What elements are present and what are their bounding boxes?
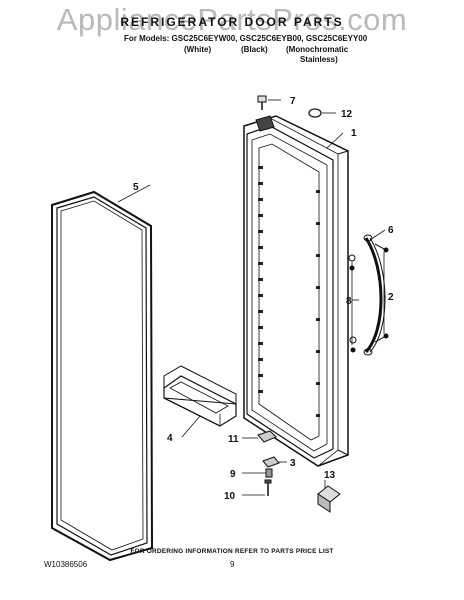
document-number: W10386506 <box>44 560 88 569</box>
callout-9: 9 <box>230 469 236 480</box>
top-plug <box>308 108 322 118</box>
door-bin <box>163 365 237 427</box>
liner-shelf-ribs-right <box>316 190 320 417</box>
handle-screws <box>348 243 389 353</box>
variant-black: (Black) <box>241 45 268 54</box>
liner-shelf-ribs <box>258 166 263 393</box>
door-bracket <box>317 485 341 513</box>
watermark: AppliancePartsPros.com <box>56 2 408 37</box>
callout-numbers: 7 12 1 5 6 2 8 4 11 3 9 13 10 <box>133 96 394 502</box>
leader-lines <box>117 99 386 496</box>
door-gasket <box>51 190 154 562</box>
callout-7: 7 <box>290 96 296 107</box>
top-hinge-pin <box>257 95 267 110</box>
callout-5: 5 <box>133 182 139 193</box>
bottom-hinge-parts <box>257 430 280 496</box>
color-variants: (White) (Black) (Monochromatic Stainless… <box>0 45 464 69</box>
callout-13: 13 <box>324 470 336 481</box>
callout-8: 8 <box>346 296 352 307</box>
door-assembly <box>243 115 349 467</box>
variant-stainless: Stainless) <box>300 55 338 64</box>
callout-10: 10 <box>224 491 236 502</box>
callout-3: 3 <box>290 458 296 469</box>
callout-6: 6 <box>388 225 394 236</box>
callout-4: 4 <box>167 433 173 444</box>
variant-monochromatic: (Monochromatic <box>286 45 349 54</box>
callout-11: 11 <box>228 434 239 445</box>
ordering-note: FOR ORDERING INFORMATION REFER TO PARTS … <box>130 548 334 555</box>
callout-1: 1 <box>351 128 357 139</box>
door-handle <box>363 234 386 356</box>
models-line: For Models: GSC25C6EYW00, GSC25C6EYB00, … <box>124 34 368 43</box>
callout-12: 12 <box>341 109 353 120</box>
page-title: REFRIGERATOR DOOR PARTS <box>120 15 344 29</box>
page-number: 9 <box>230 560 235 569</box>
variant-white: (White) <box>184 45 212 54</box>
callout-2: 2 <box>388 292 394 303</box>
